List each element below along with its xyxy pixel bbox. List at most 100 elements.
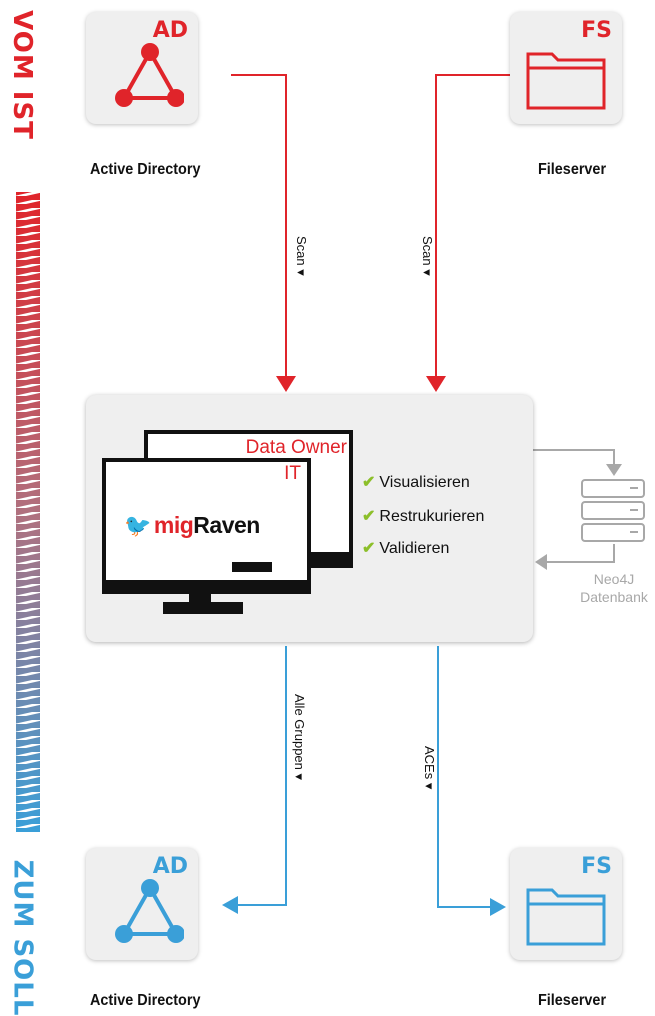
- output-label-right: ACEs ▾: [422, 746, 437, 790]
- stripe-gap: [14, 776, 44, 780]
- monitor-stand-neck: [189, 590, 211, 604]
- ad-source-caption: Active Directory: [90, 161, 201, 178]
- stripe-gap: [14, 768, 44, 772]
- stripe-gap: [14, 368, 44, 372]
- stripe-gap: [14, 576, 44, 580]
- scan-label-left: Scan ▾: [294, 236, 309, 276]
- stripe-gap: [14, 600, 44, 604]
- stripe-gap: [14, 608, 44, 612]
- ad-source-tile: AD: [86, 12, 198, 124]
- stripe-gap: [14, 200, 44, 204]
- stripe-gap: [14, 296, 44, 300]
- stripe-gap: [14, 688, 44, 692]
- fs-badge: FS: [581, 854, 612, 879]
- stripe-gap: [14, 712, 44, 716]
- stripe-gap: [14, 648, 44, 652]
- stripe-gap: [14, 392, 44, 396]
- stripe-gap: [14, 352, 44, 356]
- stripe-gap: [14, 816, 44, 820]
- stripe-gap: [14, 632, 44, 636]
- check-icon: ✔: [362, 508, 376, 525]
- output-arrow-ad: [238, 646, 287, 906]
- fs-target-caption: Fileserver: [538, 992, 607, 1009]
- stripe-gap: [14, 512, 44, 516]
- stripe-gap: [14, 376, 44, 380]
- stripe-gap: [14, 792, 44, 796]
- stripe-gap: [14, 416, 44, 420]
- db-arrow-in-head: [535, 554, 547, 570]
- ad-network-icon: [115, 43, 184, 107]
- feature-visualisieren: ✔Visualisieren: [362, 474, 470, 491]
- feature-validieren: ✔Validieren: [362, 540, 450, 557]
- stripe-gap: [14, 320, 44, 324]
- stripe-gap: [14, 400, 44, 404]
- front-screen: IT 🐦migRaven: [102, 458, 311, 594]
- stripe-gap: [14, 736, 44, 740]
- fs-source-tile: FS: [510, 12, 622, 124]
- stripe-gap: [14, 624, 44, 628]
- stripe-gap: [14, 480, 44, 484]
- check-icon: ✔: [362, 540, 376, 557]
- stripe-gap: [14, 256, 44, 260]
- stripe-gap: [14, 344, 44, 348]
- stripe-gap: [14, 696, 44, 700]
- stripe-gap: [14, 640, 44, 644]
- stripe-gap: [14, 232, 44, 236]
- stripe-gap: [14, 224, 44, 228]
- monitor-stand-base: [163, 602, 243, 614]
- stripe-gap: [14, 464, 44, 468]
- front-screen-label: IT: [284, 463, 301, 484]
- output-arrow-ad-head: [222, 896, 238, 914]
- stripe-gap: [14, 504, 44, 508]
- stripe-gap: [14, 312, 44, 316]
- fs-source-caption: Fileserver: [538, 161, 607, 178]
- stripe-gap: [14, 800, 44, 804]
- stripe-gap: [14, 440, 44, 444]
- stripe-gap: [14, 824, 44, 828]
- stripe-gap: [14, 808, 44, 812]
- stripe-gap: [14, 752, 44, 756]
- logo-prefix: mig: [153, 512, 194, 538]
- check-icon: ✔: [362, 474, 376, 491]
- stripe-gap: [14, 192, 44, 196]
- back-screen-label: Data Owner: [245, 437, 347, 458]
- output-arrow-fs-head: [490, 898, 506, 916]
- stripe-gap: [14, 536, 44, 540]
- stripe-gap: [14, 760, 44, 764]
- stripe-gap: [14, 384, 44, 388]
- stripe-gap: [14, 784, 44, 788]
- stripe-gap: [14, 248, 44, 252]
- stripe-gap: [14, 656, 44, 660]
- stripe-gap: [14, 240, 44, 244]
- migraven-logo: 🐦migRaven: [124, 512, 260, 539]
- stripe-gap: [14, 288, 44, 292]
- stripe-gap: [14, 680, 44, 684]
- stripe-gap: [14, 728, 44, 732]
- stripe-gap: [14, 704, 44, 708]
- stripe-gap: [14, 208, 44, 212]
- back-monitor-stand: [232, 562, 272, 572]
- folder-icon: [526, 888, 606, 946]
- output-label-left: Alle Gruppen ▾: [292, 694, 307, 781]
- ad-badge: AD: [152, 854, 188, 879]
- folder-icon: [526, 52, 606, 110]
- fs-target-tile: FS: [510, 848, 622, 960]
- stripe-gap: [14, 520, 44, 524]
- stripe-gap: [14, 304, 44, 308]
- stripe-gap: [14, 336, 44, 340]
- stripe-gap: [14, 544, 44, 548]
- stripe-gap: [14, 280, 44, 284]
- stripe-gap: [14, 488, 44, 492]
- stripe-gap: [14, 584, 44, 588]
- stripe-gap: [14, 448, 44, 452]
- database-label: Neo4J Datenbank: [580, 571, 648, 605]
- stripe-gap: [14, 616, 44, 620]
- ad-target-caption: Active Directory: [90, 992, 201, 1009]
- database-server-icon: [581, 479, 645, 542]
- scan-arrow-fs-head: [426, 376, 446, 392]
- logo-suffix: Raven: [193, 512, 260, 538]
- stripe-gap: [14, 272, 44, 276]
- stripe-gap: [14, 744, 44, 748]
- stripe-gap: [14, 408, 44, 412]
